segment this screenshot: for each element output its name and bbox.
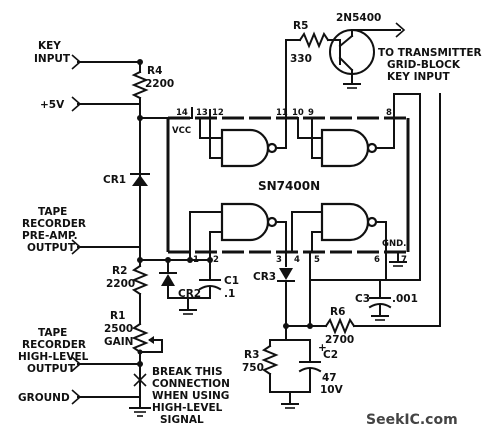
c1-label: C1 [224,275,239,287]
tape-preamp-label-2: RECORDER [22,218,86,230]
cr2-c1-network [139,251,222,315]
break-note-4: HIGH-LEVEL [152,402,223,414]
pin-10: 10 [292,108,304,118]
r6-label: R6 [330,306,345,318]
cr2-label: CR2 [178,288,201,300]
cr3-r6-r3-c2-network [261,93,441,409]
tape-preamp-label-1: TAPE [38,206,67,218]
r4-value: 2200 [145,78,174,90]
pin-13: 13 [196,108,208,118]
to-transmitter-3: KEY INPUT [387,71,450,83]
cr1-diode [130,173,150,186]
node-key [137,59,143,65]
r3-label: R3 [244,349,259,361]
pin-4: 4 [294,255,300,265]
pin-8: 8 [386,108,392,118]
key-input-label-2: INPUT [34,53,71,65]
tape-high-label-1: TAPE [38,327,67,339]
r1-gain: GAIN [104,336,133,348]
c2-label: C2 [323,349,338,361]
pin-11: 11 [276,108,288,118]
pin-2: 2 [213,255,219,265]
c3-value: .001 [392,293,418,305]
r5-label: R5 [293,20,308,32]
tape-preamp-label-3: PRE-AMP. [22,230,78,242]
tape-high-label-3: HIGH-LEVEL [18,351,89,363]
r3-value: 750 [242,362,264,374]
r4-label: R4 [147,65,162,77]
pin-6: 6 [374,255,380,265]
ic-part-label: SN7400N [258,179,320,193]
ic-package-outline [166,116,410,254]
nand-gate-bottom-right [320,202,378,242]
vcc-label: VCC [172,126,191,136]
node-5v [137,115,143,121]
break-note-3: WHEN USING [152,390,229,402]
r6-value: 2700 [325,334,354,346]
r1-gain-potentiometer [131,317,163,365]
tape-high-label-2: RECORDER [22,339,86,351]
r2-value: 2200 [106,278,135,290]
ground-label: GROUND [18,392,70,404]
tape-preamp-label-4: OUTPUT [27,242,76,254]
pin-5: 5 [314,255,320,265]
c1-value: .1 [224,288,235,300]
nand-gate-bottom-left [220,202,278,242]
nand-gate-top-right [320,128,378,168]
to-transmitter-2: GRID-BLOCK [387,59,461,71]
break-note-2: CONNECTION [152,378,230,390]
break-note-5: SIGNAL [160,414,204,426]
plus5v-label: +5V [40,99,65,111]
c2-plus: + [318,342,327,354]
ground-symbol-left [129,396,151,417]
key-input-label: KEY [38,40,61,52]
gnd-label: GND. [382,239,406,249]
cr1-label: CR1 [103,174,126,186]
c2-value: 47 [322,372,337,384]
r1-label: R1 [110,310,125,322]
pin-14: 14 [176,108,188,118]
transistor-label: 2N5400 [336,12,381,24]
ground-symbol-pin7 [389,261,407,267]
tape-high-label-4: OUTPUT [27,363,76,375]
c3-label: C3 [355,293,370,305]
r2-label: R2 [112,265,127,277]
to-transmitter-1: TO TRANSMITTER [378,47,482,59]
r5-value: 330 [290,53,312,65]
pin-3: 3 [276,255,282,265]
c2-voltage: 10V [320,384,344,396]
pin-1: 1 [193,255,199,265]
pin-9: 9 [308,108,314,118]
pin-12: 12 [212,108,224,118]
watermark: SeekIC.com [366,412,458,428]
r5-transistor-network [285,22,406,89]
r1-value: 2500 [104,323,133,335]
break-note-1: BREAK THIS [152,366,223,378]
high-level-connection [77,361,147,398]
nand-gate-top-left [220,128,278,168]
pin-7: 7 [401,255,407,265]
cr3-label: CR3 [253,271,276,283]
